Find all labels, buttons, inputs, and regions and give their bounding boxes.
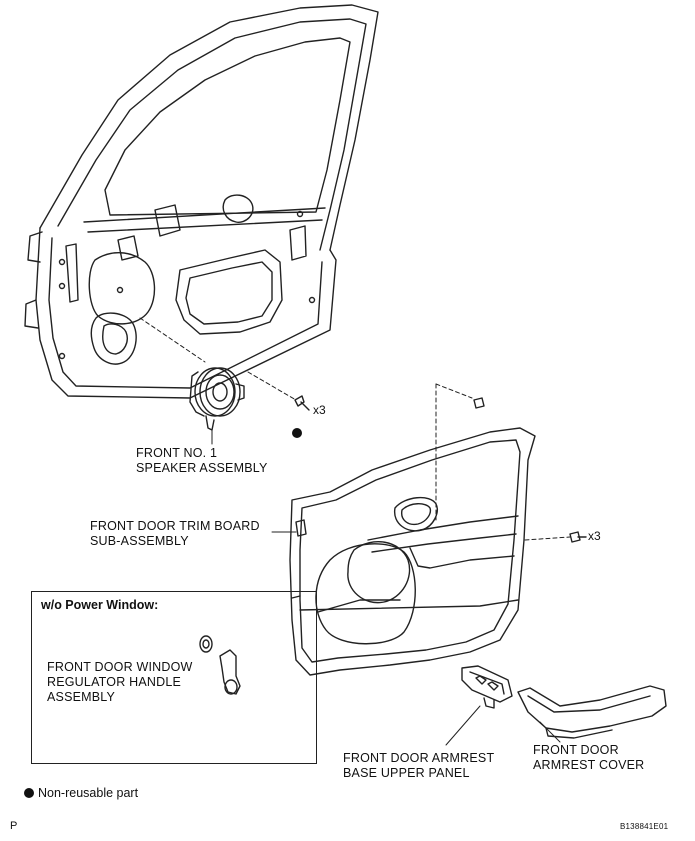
figure-code: B138841E01	[620, 822, 669, 831]
legend-text: Non-reusable part	[38, 786, 139, 800]
armrest-panel-part	[461, 665, 513, 709]
speaker-screw-quantity: x3	[313, 403, 326, 417]
trim-board-label: FRONT DOOR TRIM BOARD SUB-ASSEMBLY	[90, 519, 260, 548]
armrest-cover-label: FRONT DOOR ARMREST COVER	[533, 743, 645, 772]
speaker-part	[189, 367, 245, 431]
armrest-panel-label: FRONT DOOR ARMREST BASE UPPER PANEL	[343, 751, 495, 780]
door-trim-board	[289, 427, 536, 676]
inset-title: w/o Power Window:	[41, 598, 159, 612]
trim-screw-side	[569, 531, 587, 543]
armrest-cover-part	[517, 685, 667, 739]
regulator-handle-part	[199, 635, 241, 695]
door-frame	[24, 4, 379, 399]
legend: Non-reusable part	[24, 786, 138, 800]
trim-screw-quantity: x3	[588, 529, 601, 543]
trim-screw-top	[473, 397, 485, 409]
inset-box: w/o Power Window: FRONT DOOR WINDOW REGU…	[31, 591, 317, 764]
speaker-screw	[294, 395, 310, 411]
page-letter: P	[10, 820, 18, 832]
regulator-handle-label: FRONT DOOR WINDOW REGULATOR HANDLE ASSEM…	[47, 660, 193, 704]
speaker-label: FRONT NO. 1 SPEAKER ASSEMBLY	[136, 446, 268, 475]
filled-circle-icon	[24, 788, 34, 798]
non-reusable-marker	[292, 428, 302, 438]
